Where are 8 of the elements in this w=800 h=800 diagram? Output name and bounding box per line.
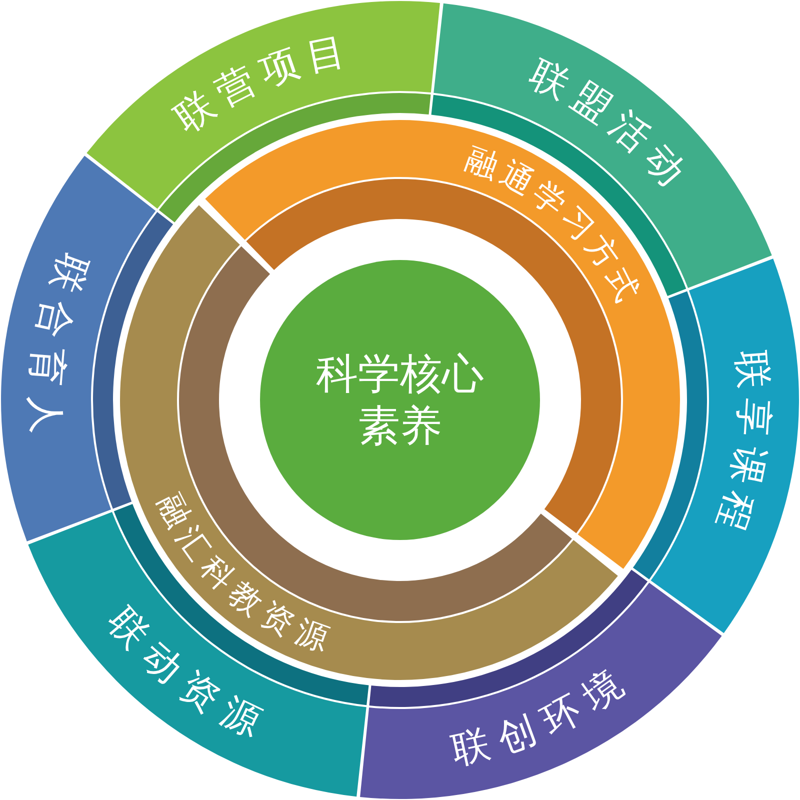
center-label: 科学核心素养 — [315, 348, 485, 452]
ring-segment — [360, 570, 722, 799]
center-circle — [260, 260, 540, 540]
segment-label: 联享课程 — [706, 348, 777, 546]
segment-label: 联营项目 — [166, 26, 358, 141]
segment-label: 联合育人 — [23, 248, 97, 445]
ring-segment — [86, 1, 440, 222]
segment-label: 联创环境 — [448, 656, 639, 772]
